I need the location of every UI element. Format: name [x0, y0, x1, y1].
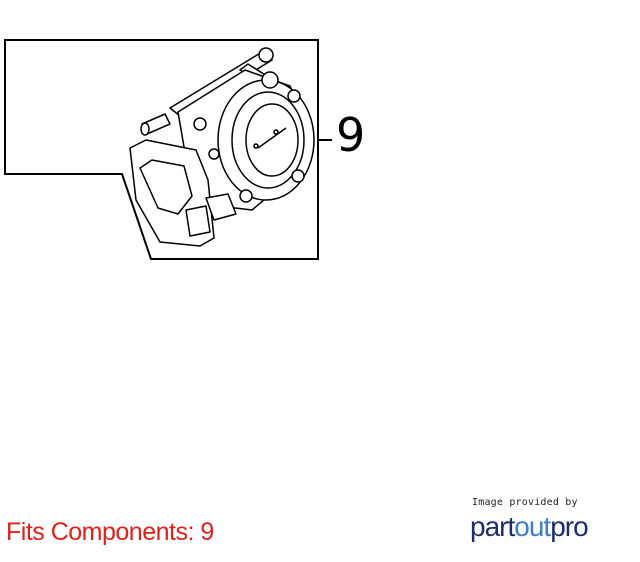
logo-out-text: out	[514, 511, 551, 542]
callout-number: 9	[336, 108, 366, 162]
svg-text:partoutpro: partoutpro	[470, 511, 588, 542]
partoutpro-logo: partoutpro	[470, 511, 589, 542]
throttle-body-illustration	[129, 47, 315, 247]
callout-box	[4, 39, 319, 260]
logo-pro-text: pro	[550, 511, 588, 542]
parts-diagram	[4, 39, 332, 260]
image-credit: Image provided by partoutpro	[468, 497, 628, 546]
fits-components-label: Fits Components: 9	[6, 518, 214, 546]
logo-part-text: part	[470, 511, 515, 542]
credit-caption: Image provided by	[472, 497, 578, 508]
